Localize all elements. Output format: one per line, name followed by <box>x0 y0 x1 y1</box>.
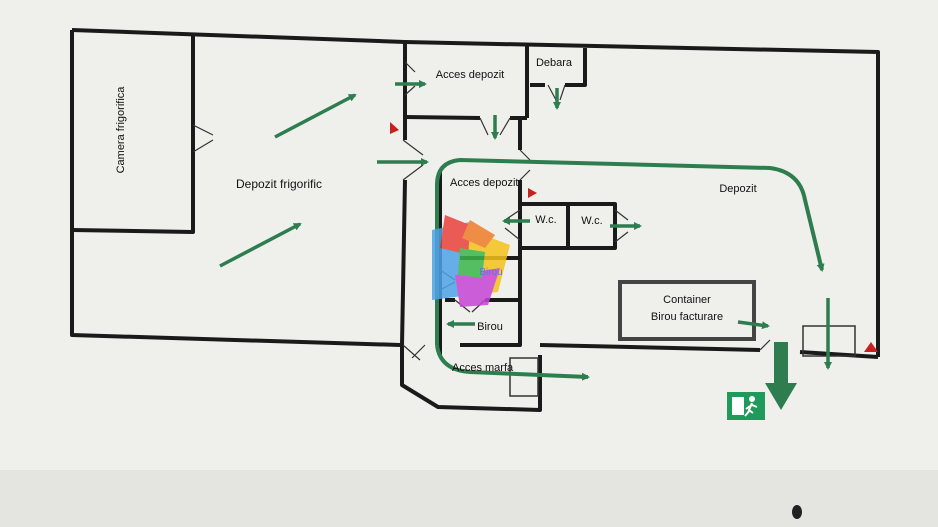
fire-markers <box>390 122 878 352</box>
direction-arrows <box>219 80 832 370</box>
walls <box>70 28 880 412</box>
room-label-debara: Debara <box>536 57 573 69</box>
container-box <box>618 280 756 341</box>
arrow <box>274 93 357 139</box>
room-label-birou-facturare: Birou facturare <box>651 311 723 323</box>
room-label-container: Container <box>663 294 711 306</box>
fire-extinguisher-marker <box>864 342 878 352</box>
loading-door-frame <box>509 357 539 397</box>
arrow <box>219 222 302 268</box>
fire-extinguisher-marker <box>528 188 537 198</box>
room-label-acces-depozit-top: Acces depozit <box>436 69 504 81</box>
arrow <box>737 320 770 330</box>
logo-label-birou: Birou <box>479 267 502 278</box>
room-label-wc-left: W.c. <box>535 214 556 226</box>
exit-arrow <box>765 342 797 410</box>
evacuation-route-branch <box>435 344 590 381</box>
room-label-wc-right: W.c. <box>581 215 602 227</box>
fire-extinguisher-marker <box>390 122 399 134</box>
room-label-acces-marfa: Acces marfa <box>452 362 514 374</box>
overlapping-colored-shapes-logo <box>432 215 510 307</box>
paper-shadow <box>0 470 938 527</box>
room-label-acces-depozit-middle: Acces depozit <box>450 177 518 189</box>
room-label-camera-frigorifica: Camera frigorifica <box>115 86 127 174</box>
emergency-exit-running-man-icon <box>749 396 755 402</box>
pin-hole <box>792 505 802 519</box>
room-label-depozit-frigorific: Depozit frigorific <box>236 177 322 191</box>
room-label-depozit: Depozit <box>719 183 756 195</box>
exit-sign <box>727 392 765 420</box>
evacuation-route <box>435 157 825 345</box>
room-label-birou: Birou <box>477 321 503 333</box>
